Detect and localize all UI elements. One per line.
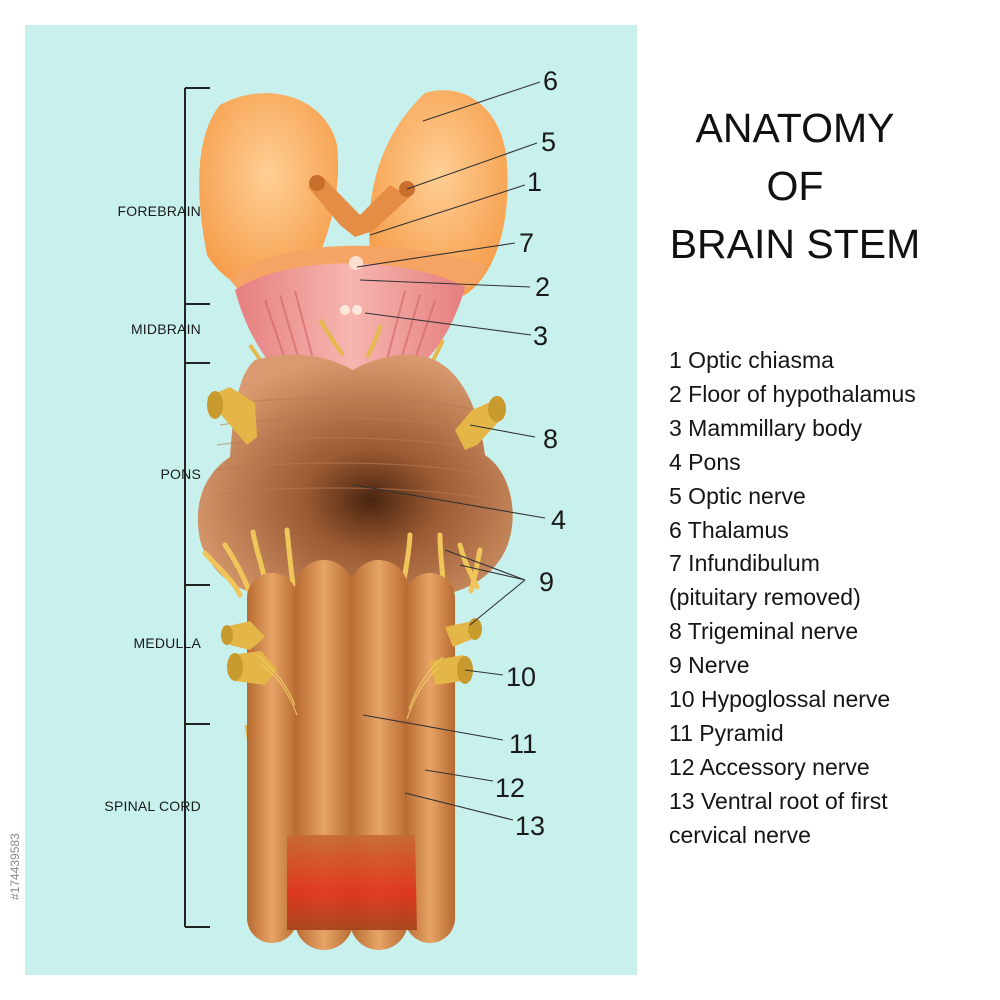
title-line: OF <box>766 163 824 210</box>
thalamus <box>199 90 508 299</box>
pons <box>197 354 513 597</box>
hypoglossal-fibers <box>256 654 444 720</box>
page-title: ANATOMY OF BRAIN STEM <box>650 99 940 273</box>
region-label-forebrain: FOREBRAIN <box>117 203 201 219</box>
callout-12: 12 <box>495 773 525 803</box>
legend-item: (pituitary removed) <box>669 584 861 611</box>
callout-4: 4 <box>551 505 566 535</box>
region-label-spinal-cord: SPINAL CORD <box>104 798 201 814</box>
watermark-id: #174439583 <box>8 833 22 900</box>
legend-item: 10 Hypoglossal nerve <box>669 686 891 713</box>
spinal-cord-end <box>287 835 417 930</box>
legend-item: 5 Optic nerve <box>669 482 806 509</box>
callout-1: 1 <box>527 167 542 197</box>
mammillary-body <box>340 305 350 315</box>
title-line: ANATOMY <box>695 105 895 152</box>
legend-item: 4 Pons <box>669 448 741 475</box>
legend-list: 1 Optic chiasma 2 Floor of hypothalamus … <box>669 344 916 853</box>
mammillary-body <box>352 305 362 315</box>
legend-item: 3 Mammillary body <box>669 414 862 441</box>
region-label-midbrain: MIDBRAIN <box>130 321 201 337</box>
region-label-pons: PONS <box>160 466 201 482</box>
region-label-medulla: MEDULLA <box>133 635 201 651</box>
brain-stem-illustration: 6 5 1 7 2 3 8 4 9 10 11 12 13 <box>184 66 566 950</box>
title-line: BRAIN STEM <box>669 221 921 268</box>
infundibulum <box>349 256 363 270</box>
callout-3: 3 <box>533 321 548 351</box>
callout-9: 9 <box>539 567 554 597</box>
callout-10: 10 <box>506 662 536 692</box>
legend-item: 1 Optic chiasma <box>669 347 834 373</box>
legend-item: 13 Ventral root of first <box>669 787 888 814</box>
callout-13: 13 <box>515 811 545 841</box>
legend-item: cervical nerve <box>669 821 811 848</box>
diagram-panel: 6 5 1 7 2 3 8 4 9 10 11 12 13 FOREBRAIN … <box>25 25 637 975</box>
callout-numbers: 6 5 1 7 2 3 8 4 9 10 11 12 13 <box>495 66 566 841</box>
callout-2: 2 <box>535 272 550 302</box>
callout-5: 5 <box>541 127 556 157</box>
callout-6: 6 <box>543 66 558 96</box>
callout-7: 7 <box>519 228 534 258</box>
legend-item: 8 Trigeminal nerve <box>669 618 859 645</box>
hypothalamus-floor <box>235 263 465 370</box>
legend-item: 7 Infundibulum <box>669 550 820 577</box>
legend-item: 9 Nerve <box>669 652 750 679</box>
region-bracket <box>184 87 210 928</box>
legend-item: 11 Pyramid <box>669 719 784 746</box>
legend-item: 12 Accessory nerve <box>669 753 870 780</box>
medulla-nerves <box>221 618 482 685</box>
callout-8: 8 <box>543 424 558 454</box>
legend-item: 2 Floor of hypothalamus <box>669 380 916 407</box>
callout-11: 11 <box>509 729 537 759</box>
legend-item: 6 Thalamus <box>669 516 789 543</box>
leader-lines <box>352 81 546 821</box>
trigeminal-nerve <box>207 387 506 450</box>
